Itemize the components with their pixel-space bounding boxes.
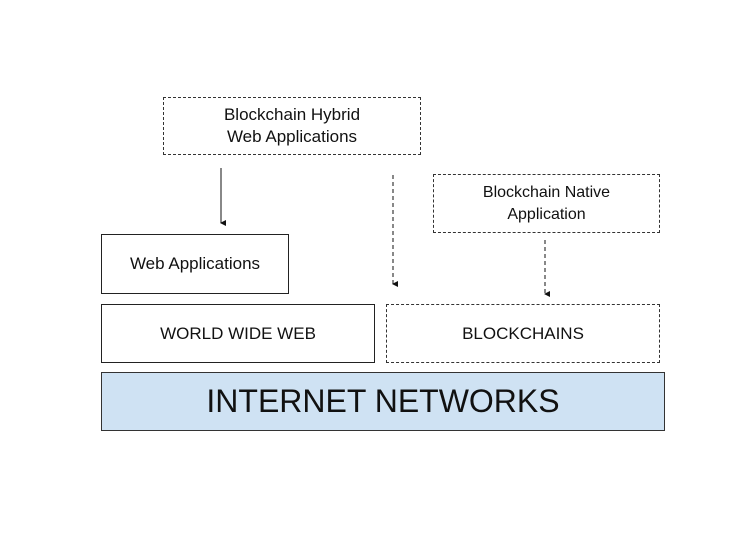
internet-label: INTERNET NETWORKS	[206, 383, 560, 419]
native-line2: Application	[507, 205, 586, 223]
internet-networks-node: INTERNET NETWORKS	[101, 372, 665, 431]
native-line1: Blockchain Native	[482, 183, 611, 201]
web-applications-node: Web Applications	[101, 234, 289, 294]
blockchains-label: BLOCKCHAINS	[462, 323, 584, 343]
native-app-node: Blockchain Native Application	[433, 174, 660, 233]
blockchains-node: BLOCKCHAINS	[386, 304, 660, 363]
hybrid-web-apps-node: Blockchain Hybrid Web Applications	[163, 97, 421, 155]
world-wide-web-node: WORLD WIDE WEB	[101, 304, 375, 363]
web-apps-label: Web Applications	[129, 254, 261, 273]
www-label: WORLD WIDE WEB	[160, 323, 316, 343]
hybrid-line1: Blockchain Hybrid	[223, 105, 361, 124]
hybrid-line2: Web Applications	[226, 127, 358, 146]
